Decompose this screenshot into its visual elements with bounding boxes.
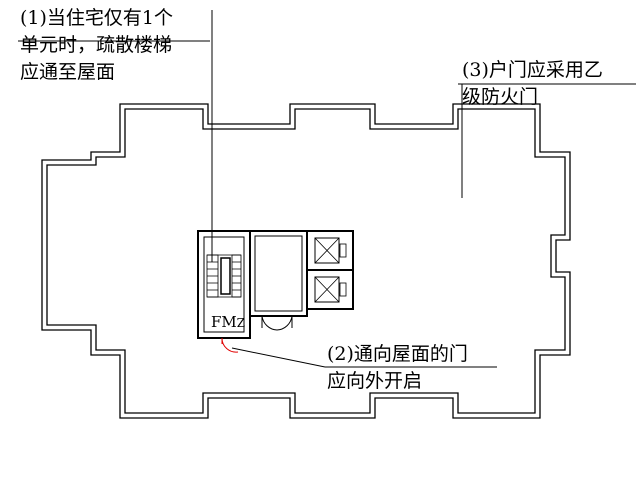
outer-wall-outer-line <box>41 103 571 419</box>
note2-leader <box>231 347 326 368</box>
elevator-car-2-counterweight <box>339 282 347 297</box>
elevator-car-2 <box>314 276 340 303</box>
note-3-line-1: (3)户门应采用乙 <box>462 59 603 81</box>
fire-door-label-main: FM <box>211 313 237 331</box>
note-1-line-3: 应通至屋面 <box>20 61 116 83</box>
lobby-door-swing <box>261 315 293 331</box>
stair-treads <box>207 261 241 291</box>
stair-landing-line <box>207 254 241 298</box>
note-1: (1)当住宅仅有1个 单元时，疏散楼梯 应通至屋面 <box>20 5 173 86</box>
fire-door-label: FMZ <box>211 313 245 331</box>
note-2-line-1: (2)通向屋面的门 <box>327 343 468 365</box>
note-1-line-1: (1)当住宅仅有1个 <box>20 7 174 29</box>
fire-door-label-sub: Z <box>236 316 246 330</box>
stairwell-wall-inner <box>203 236 245 333</box>
lobby-wall-outer <box>249 230 308 317</box>
note-2: (2)通向屋面的门 应向外开启 <box>327 341 468 395</box>
building-core <box>197 230 354 353</box>
stair-well-slot <box>220 257 231 295</box>
elevator-car-1-counterweight <box>339 243 347 258</box>
elevator-car-1 <box>314 237 340 264</box>
note-2-line-2: 应向外开启 <box>327 370 423 392</box>
outer-wall-inner-line <box>46 108 566 414</box>
note-3: (3)户门应采用乙 级防火门 <box>462 57 603 111</box>
elevator-car-1-cross <box>314 237 340 264</box>
elevator-car-2-cross <box>314 276 340 303</box>
note-1-line-2: 单元时，疏散楼梯 <box>20 34 173 56</box>
lobby-wall-inner <box>254 235 303 312</box>
roof-door-swing <box>221 337 239 353</box>
note-3-line-2: 级防火门 <box>462 86 539 108</box>
